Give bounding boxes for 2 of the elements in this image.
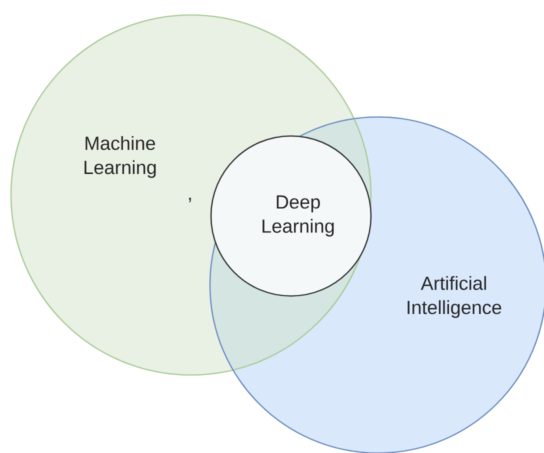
stray-mark: , <box>189 198 191 202</box>
node-label: Artificial Intelligence <box>408 276 502 318</box>
